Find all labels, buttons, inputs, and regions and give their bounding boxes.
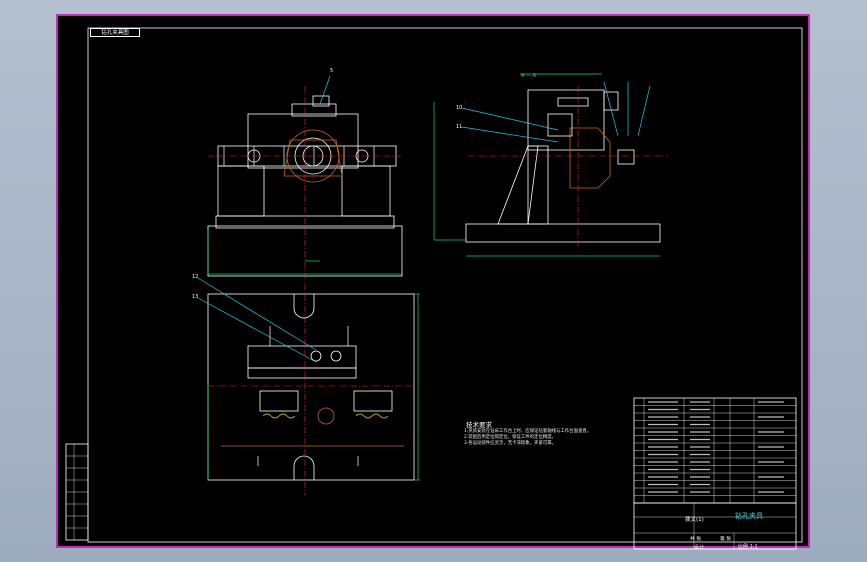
top-bushing-1 xyxy=(310,350,322,362)
top-bracket xyxy=(247,345,357,369)
technical-notes-title: 技术要求 xyxy=(466,421,492,429)
balloon-11: 11 xyxy=(456,124,463,130)
section-screw-head xyxy=(603,91,619,111)
top-left-spring xyxy=(262,413,296,419)
section-base-plate xyxy=(465,223,661,243)
technical-note-1: 1.夹具安装在钻床工作台上时，应保证钻套轴线与工作台面垂直。 xyxy=(464,429,592,434)
front-top-block xyxy=(291,103,337,117)
top-slot-bottom xyxy=(293,455,315,480)
leader-top-3 xyxy=(637,85,651,137)
front-drill-bushing xyxy=(312,95,330,107)
top-base-plate xyxy=(207,293,415,481)
technical-note-3: 3.各运动部件应灵活，无卡滞现象，夹紧可靠。 xyxy=(464,441,557,446)
top-left-block xyxy=(259,390,299,412)
section-upright xyxy=(527,145,549,225)
title-block-sheet-number: 第 张 xyxy=(720,537,732,542)
leader-balloon-10 xyxy=(461,107,559,131)
drawing-title-tag: 钻孔夹具图 xyxy=(90,28,140,37)
top-bushing-2 xyxy=(330,350,342,362)
front-bracket-body xyxy=(247,113,359,169)
title-block-sheet-total: 共 张 xyxy=(690,537,702,542)
section-bushing-holder xyxy=(547,113,573,137)
leader-balloon-5 xyxy=(319,75,331,105)
title-block-project: 拨叉(1) xyxy=(685,517,704,523)
section-nut xyxy=(617,149,635,165)
top-slot-top xyxy=(293,294,315,319)
balloon-5: 5 xyxy=(330,68,334,74)
top-workpiece-hole xyxy=(317,407,335,425)
title-block-scale: 比例 1:1 xyxy=(738,544,758,550)
section-top-clamp xyxy=(557,97,589,107)
section-bracket xyxy=(527,89,605,151)
front-workpiece-hatch xyxy=(283,139,343,177)
technical-note-2: 2.装配后用定位销定位，保证工件的定位精度。 xyxy=(464,435,557,440)
drawing-sheet: 钻孔夹具图 技术要求 1.夹具安装在钻床工作台上时，应保证钻套轴线与工作台面垂直… xyxy=(56,14,810,551)
title-block-name: 钻孔夹具 xyxy=(735,512,763,520)
leader-balloon-12 xyxy=(197,277,317,351)
cad-drawing xyxy=(65,27,803,550)
top-right-spring xyxy=(355,413,389,419)
drawing-frame xyxy=(87,27,803,543)
section-label: A — A xyxy=(521,73,537,79)
balloon-13: 13 xyxy=(192,294,199,300)
leader-balloon-13 xyxy=(197,297,317,363)
section-rib xyxy=(497,145,539,225)
title-block xyxy=(633,502,797,550)
balloon-12: 12 xyxy=(192,274,199,280)
leader-top-1 xyxy=(603,81,619,137)
top-right-block xyxy=(353,390,393,412)
leader-balloon-11 xyxy=(461,126,559,143)
front-left-column xyxy=(217,165,265,217)
top-bracket-lower xyxy=(247,367,357,379)
balloon-10: 10 xyxy=(456,105,463,111)
front-right-column xyxy=(341,165,391,217)
title-block-designer: 设计 xyxy=(694,545,705,551)
section-workpiece xyxy=(569,127,611,189)
